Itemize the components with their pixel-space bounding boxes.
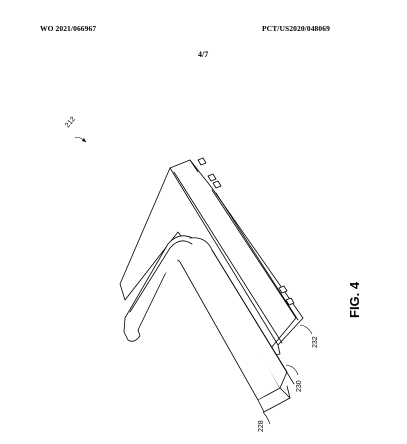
ref-230: 230: [296, 380, 303, 392]
application-number: PCT/US2020/048069: [262, 24, 330, 33]
ref-228: 228: [258, 420, 265, 432]
figure-label: FIG. 4: [347, 281, 362, 318]
bracket: [123, 235, 295, 413]
ref-212: 212: [64, 116, 77, 130]
leader-lines: [74, 137, 313, 425]
ref-232: 232: [312, 336, 319, 348]
publication-number: WO 2021/066967: [40, 24, 97, 33]
sheet-number: 4/7: [198, 50, 209, 59]
